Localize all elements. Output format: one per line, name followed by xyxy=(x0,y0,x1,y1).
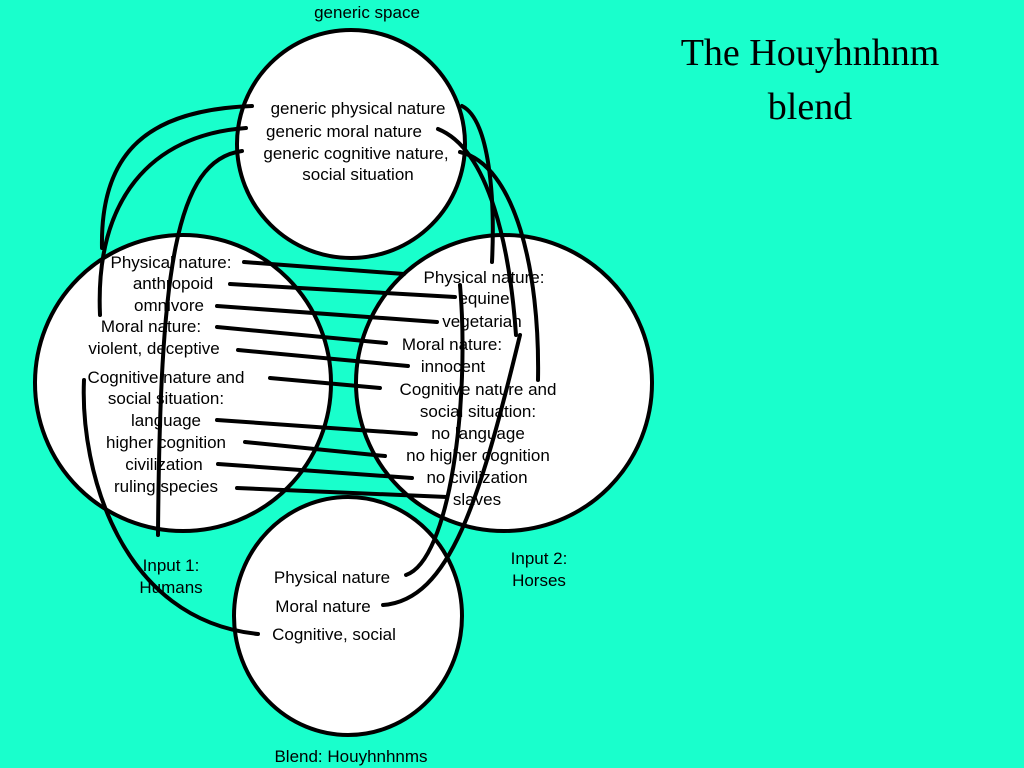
input2-caption-1: Input 2: xyxy=(511,549,568,568)
input2-item-2: vegetarian xyxy=(442,312,521,331)
input1-item-5: Cognitive nature and xyxy=(88,368,245,387)
input2-caption-2: Horses xyxy=(512,571,566,590)
gen-moral-to-input1 xyxy=(97,126,248,317)
blend-circle xyxy=(232,495,464,737)
gen-moral-to-input2 xyxy=(436,127,518,337)
input1-item-4: violent, deceptive xyxy=(88,339,219,358)
input1-item-10: ruling species xyxy=(114,477,218,496)
generic-item-0: generic physical nature xyxy=(271,99,446,118)
gen-cognitive-to-input2 xyxy=(458,150,541,382)
input2-item-0: Physical nature: xyxy=(424,268,545,287)
input2-item-10: slaves xyxy=(453,490,501,509)
gen-physical-to-input2 xyxy=(460,104,495,264)
slide-title: The Houyhnhnm blend xyxy=(620,26,1000,134)
generic-space-circle xyxy=(235,28,467,260)
mapping-language xyxy=(215,418,418,436)
input2-physical-to-blend xyxy=(404,283,465,577)
input1-item-6: social situation: xyxy=(108,389,224,408)
generic-item-2: generic cognitive nature, xyxy=(263,144,448,163)
input1-caption-2: Humans xyxy=(139,578,202,597)
input2-item-1: equine xyxy=(458,289,509,308)
mapping-anthropoid-equine xyxy=(228,282,457,299)
mapping-moral xyxy=(215,325,388,345)
generic-space-label: generic space xyxy=(314,3,420,22)
title-line-2: blend xyxy=(767,86,853,128)
input2-item-4: innocent xyxy=(421,357,486,376)
input1-caption-1: Input 1: xyxy=(143,556,200,575)
input2-moral-to-blend xyxy=(381,333,522,607)
input1-item-8: higher cognition xyxy=(106,433,226,452)
input1-cognitive-to-blend xyxy=(81,378,260,636)
input1-item-2: omnivore xyxy=(134,296,204,315)
blend-item-0: Physical nature xyxy=(274,568,390,587)
blend-item-2: Cognitive, social xyxy=(272,625,396,644)
input2-item-3: Moral nature: xyxy=(402,335,502,354)
input1-item-7: language xyxy=(131,411,201,430)
mapping-omnivore-vegetarian xyxy=(215,304,439,324)
gen-cognitive-to-input1 xyxy=(156,149,244,537)
blend-label: Blend: Houyhnhnms xyxy=(274,747,427,766)
cross-space-mappings xyxy=(215,260,457,499)
gen-physical-to-input1 xyxy=(99,104,254,250)
input2-item-6: social situation: xyxy=(420,402,536,421)
input1-item-3: Moral nature: xyxy=(101,317,201,336)
generic-item-1: generic moral nature xyxy=(266,122,422,141)
input2-item-8: no higher cognition xyxy=(406,446,550,465)
input2-item-5: Cognitive nature and xyxy=(400,380,557,399)
input2-item-9: no civilization xyxy=(426,468,527,487)
mapping-higher-cognition xyxy=(243,440,387,458)
mapping-violent-innocent xyxy=(236,348,410,368)
generic-space-projections xyxy=(97,104,541,537)
mapping-civilization xyxy=(216,462,414,480)
input1-item-9: civilization xyxy=(125,455,202,474)
mapping-cognitive xyxy=(268,376,382,390)
blend-projections xyxy=(81,283,522,636)
generic-item-3: social situation xyxy=(302,165,414,184)
input1-item-0: Physical nature: xyxy=(111,253,232,272)
input2-item-7: no language xyxy=(431,424,525,443)
title-line-1: The Houyhnhnm xyxy=(680,32,940,74)
input1-item-1: anthropoid xyxy=(133,274,213,293)
blend-item-1: Moral nature xyxy=(275,597,370,616)
input2-circle xyxy=(354,233,654,533)
mapping-ruling-slaves xyxy=(235,486,449,499)
mapping-physical xyxy=(242,260,406,276)
